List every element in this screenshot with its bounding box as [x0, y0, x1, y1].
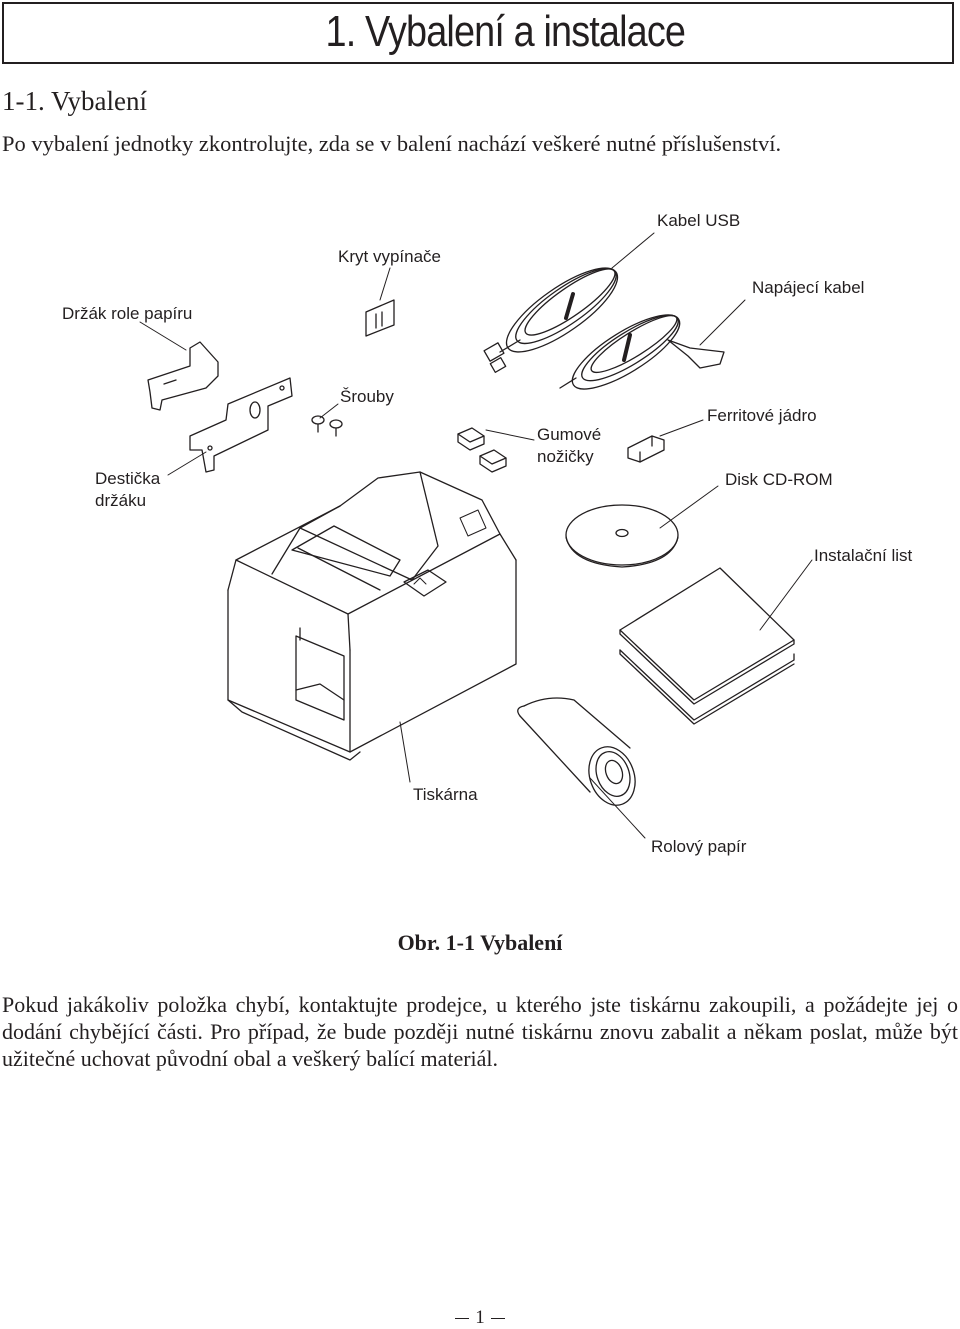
label-cd-rom: Disk CD-ROM	[725, 470, 833, 489]
power-cable-drawing	[559, 314, 725, 390]
footer-dash-left	[455, 1318, 470, 1320]
screws-drawing	[311, 415, 343, 437]
label-ferrite-core: Ferritové jádro	[707, 406, 817, 425]
installation-sheet-drawing	[619, 567, 795, 725]
label-paper-roll-holder: Držák role papíru	[62, 304, 193, 323]
label-holder-plate-line2: držáku	[95, 491, 147, 510]
label-paper-roll: Rolový papír	[651, 837, 747, 856]
rubber-feet-drawing	[457, 427, 507, 473]
body-paragraph: Pokud jakákoliv položka chybí, kontaktuj…	[2, 991, 958, 1072]
label-screws: Šrouby	[340, 387, 394, 406]
holder-plate-drawing	[189, 377, 293, 473]
intro-text: Po vybalení jednotky zkontrolujte, zda s…	[2, 131, 782, 156]
page-footer: 1	[0, 1307, 960, 1329]
unpacking-figure	[139, 232, 813, 839]
footer-dash-right	[490, 1318, 505, 1320]
label-power-cable: Napájecí kabel	[752, 278, 865, 297]
label-switch-cover: Kryt vypínače	[338, 247, 441, 266]
chapter-header-box	[2, 2, 954, 64]
switch-cover-drawing	[365, 299, 395, 337]
paper-roll-holder-drawing	[147, 341, 219, 411]
paragraph-text: Pokud jakákoliv položka chybí, kontaktuj…	[2, 992, 958, 1071]
label-rubber-feet-line1: Gumové	[537, 425, 602, 444]
label-printer: Tiskárna	[413, 785, 478, 804]
paper-roll-drawing	[517, 697, 636, 806]
usb-cable-drawing	[483, 267, 619, 373]
page-number: 1	[475, 1307, 485, 1328]
leader-lines	[139, 232, 813, 839]
printer-drawing	[227, 471, 517, 761]
label-installation-sheet: Instalační list	[814, 546, 913, 565]
cd-rom-drawing	[565, 504, 679, 568]
ferrite-core-drawing	[627, 435, 665, 463]
label-rubber-feet-line2: nožičky	[537, 447, 594, 466]
label-holder-plate-line1: Destička	[95, 469, 161, 488]
chapter-title: 1. Vybalení a instalace	[325, 7, 685, 56]
section-title: 1-1. Vybalení	[2, 86, 147, 116]
figure-caption: Obr. 1-1 Vybalení	[397, 930, 563, 955]
label-usb-cable: Kabel USB	[657, 211, 741, 230]
